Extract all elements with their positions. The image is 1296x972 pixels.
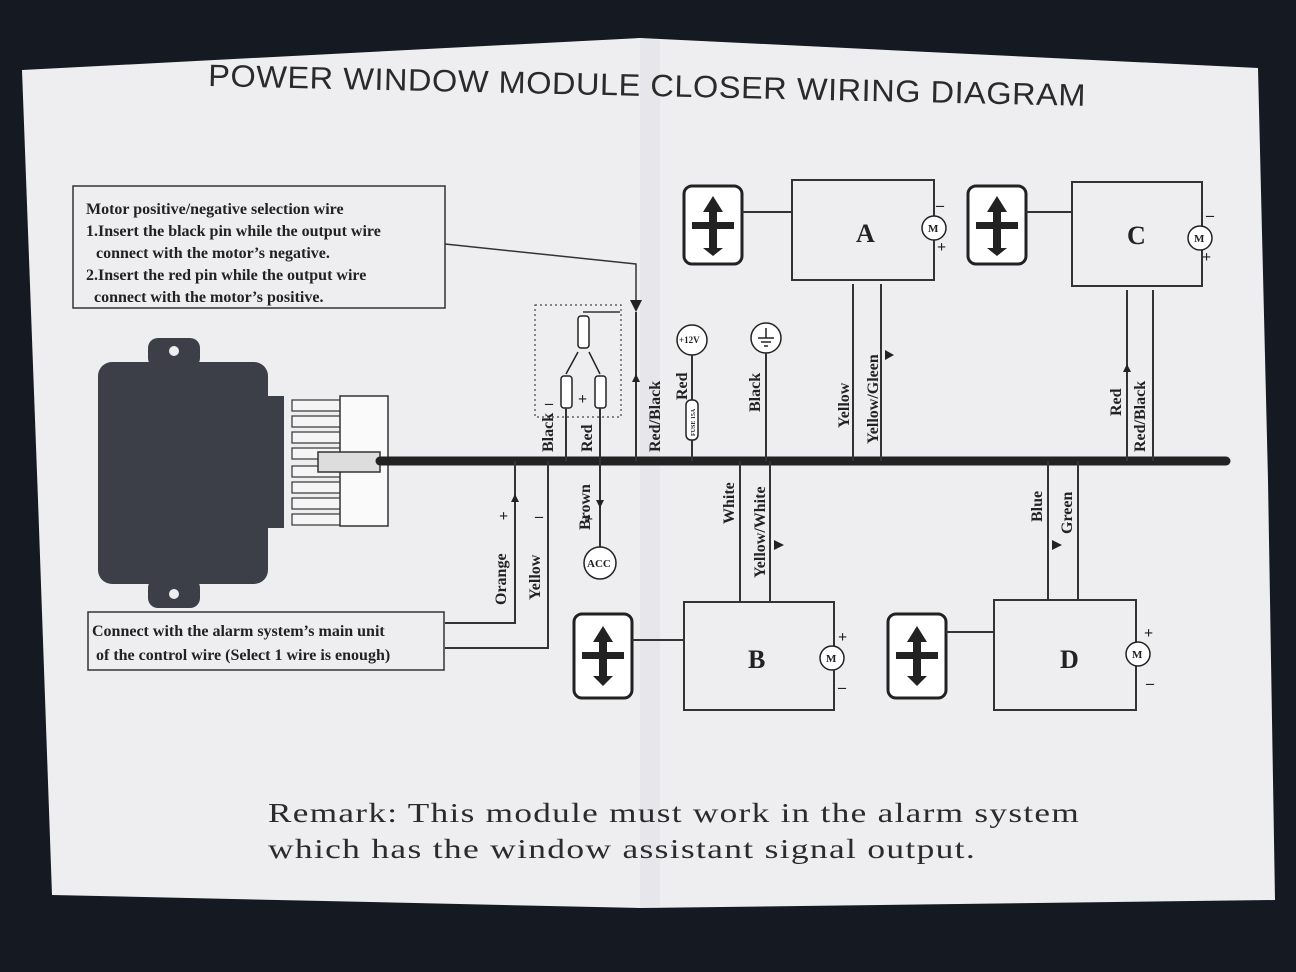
motor-b-plus: +	[838, 629, 847, 646]
motor-d-plus: +	[1144, 625, 1153, 642]
red-pin	[594, 375, 607, 409]
black-pin	[560, 375, 573, 409]
switch-a-updown-icon	[692, 196, 734, 256]
fuse	[685, 399, 699, 441]
paper-crease-shadow	[640, 38, 660, 908]
orange-wire-label: Orange	[493, 553, 510, 605]
control-module-side	[262, 396, 284, 528]
red-black-arrow	[632, 374, 640, 382]
motor-a-plus: +	[937, 239, 946, 256]
brown-plus: +	[584, 511, 593, 528]
ground-icon	[758, 328, 774, 347]
unit-d-wire-arrow	[1052, 540, 1062, 550]
alarm-line-1: Connect with the alarm system’s main uni…	[92, 623, 385, 640]
red-black-output-label: Red/Black	[647, 381, 664, 452]
unit-b-yellow-white-label: Yellow/White	[752, 486, 769, 578]
motor-b-label: M	[826, 653, 837, 665]
connector-latch	[317, 451, 381, 473]
yellow-wire-label: Yellow	[527, 554, 544, 600]
orange-wire	[445, 461, 516, 624]
note-line-2: 1.Insert the black pin while the output …	[86, 223, 381, 240]
yellow-minus: –	[534, 508, 544, 525]
acc-terminal	[583, 546, 617, 580]
pin-minus-sign: –	[544, 395, 554, 412]
note-leader-arrow	[630, 300, 642, 312]
motor-d	[1125, 641, 1151, 667]
acc-label: ACC	[587, 558, 611, 570]
selection-note-box	[72, 185, 446, 309]
pin-selection-dashed-box	[534, 304, 622, 418]
yellow-wire	[445, 461, 549, 649]
unit-c-red-black-label: Red/Black	[1132, 381, 1149, 452]
motor-c-plus: +	[1202, 249, 1211, 266]
motor-c	[1187, 225, 1213, 251]
unit-a-yellow-green-label: Yellow/Gleen	[865, 354, 882, 444]
orange-plus: +	[499, 508, 508, 525]
control-module-hole-bottom	[169, 589, 179, 599]
unit-c-wire-arrow	[1123, 364, 1131, 372]
alarm-line-2: of the control wire (Select 1 wire is en…	[96, 647, 390, 664]
unit-b-white-label: White	[721, 482, 738, 524]
note-line-1: Motor positive/negative selection wire	[86, 201, 344, 218]
note-leader-line	[444, 243, 637, 306]
unit-b-letter: B	[748, 645, 765, 674]
pin-arrow-left	[565, 351, 579, 375]
pin-selector-plug	[577, 315, 590, 349]
motor-a-minus: –	[935, 197, 945, 214]
battery-12v-label: +12V	[679, 335, 700, 345]
note-line-5: connect with the motor’s positive.	[94, 289, 323, 306]
orange-wire-arrow	[511, 494, 519, 502]
motor-c-minus: –	[1205, 207, 1215, 224]
unit-a-wire-arrow	[885, 350, 894, 360]
switch-c-updown-icon	[976, 196, 1018, 256]
unit-b-wire-arrow	[774, 540, 784, 550]
motor-b-minus: –	[837, 679, 847, 696]
motor-c-label: M	[1194, 233, 1205, 245]
unit-d-letter: D	[1060, 645, 1079, 674]
note-line-3: connect with the motor’s negative.	[96, 245, 330, 262]
motor-b	[819, 645, 845, 671]
motor-a-label: M	[928, 223, 939, 235]
note-line-4: 2.Insert the red pin while the output wi…	[86, 267, 366, 284]
control-module-hole-top	[169, 346, 179, 356]
unit-d-green-label: Green	[1059, 492, 1076, 534]
brown-wire-label: Brown	[577, 484, 594, 530]
switch-d-updown-icon	[896, 626, 938, 686]
remark-line-1: Remark: This module must work in the ala…	[268, 798, 1080, 828]
alarm-connect-box	[87, 611, 445, 671]
motor-a	[921, 215, 947, 241]
red-pin-wire-label: Red	[579, 424, 596, 452]
unit-a-yellow-label: Yellow	[836, 382, 853, 428]
fuse-label: FUSE 15A	[691, 408, 697, 436]
unit-c-red-label: Red	[1108, 388, 1125, 416]
control-module-body	[98, 362, 268, 584]
brown-wire-arrow	[596, 500, 604, 508]
motor-d-minus: –	[1145, 675, 1155, 692]
pin-arrow-right	[588, 351, 601, 375]
black-ground-label: Black	[747, 373, 764, 412]
unit-d-blue-label: Blue	[1029, 491, 1046, 522]
motor-d-label: M	[1132, 649, 1143, 661]
red-power-label: Red	[674, 372, 691, 400]
switch-b-updown-icon	[582, 626, 624, 686]
unit-c-letter: C	[1127, 221, 1146, 250]
unit-a-letter: A	[856, 219, 875, 248]
black-pin-wire-label: Black	[540, 413, 557, 452]
remark-line-2: which has the window assistant signal ou…	[268, 834, 976, 864]
pin-plus-sign: +	[578, 391, 587, 408]
